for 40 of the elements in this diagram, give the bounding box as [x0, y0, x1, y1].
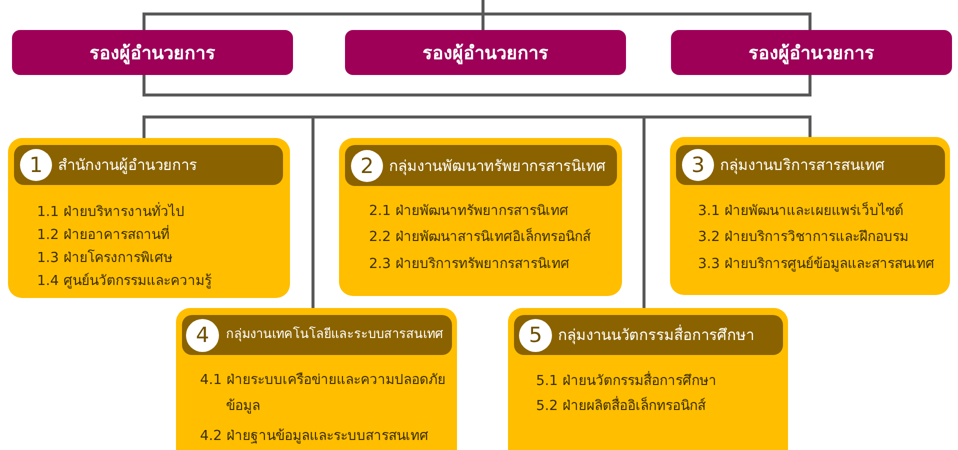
header-title: กลุ่มงานเทคโนโลยีและระบบสารสนเทศ — [226, 326, 443, 344]
group-card — [670, 137, 950, 295]
connector-line — [482, 0, 812, 30]
number-circle: 2 — [351, 150, 383, 182]
role-box: รองผู้อำนวยการ — [671, 30, 952, 75]
list-item: 3.1 ฝ่ายพัฒนาและเผยแพร่เว็บไซต์ — [698, 200, 904, 221]
list-item: 5.1 ฝ่ายนวัตกรรมสื่อการศึกษา — [536, 370, 716, 391]
group-card — [8, 138, 290, 298]
header-band — [182, 315, 452, 355]
list-item: 1.1 ฝ่ายบริหารงานทั่วไป — [37, 201, 184, 222]
group-card — [508, 308, 788, 450]
group-card — [339, 138, 622, 296]
list-item: 1.2 ฝ่ายอาคารสถานที่ — [37, 224, 170, 245]
connector-line — [142, 116, 812, 138]
number-circle: 1 — [20, 149, 52, 181]
connector-line — [142, 75, 812, 96]
header-band — [14, 145, 283, 185]
list-item: 2.2 ฝ่ายพัฒนาสารนิเทศอิเล็กทรอนิกส์ — [369, 226, 590, 247]
header-band — [676, 145, 945, 185]
number-circle: 5 — [519, 319, 552, 352]
header-band — [345, 145, 617, 186]
list-item: 2.3 ฝ่ายบริการทรัพยากรสารนิเทศ — [369, 255, 570, 274]
header-title: กลุ่มงานนวัตกรรมสื่อการศึกษา — [558, 324, 754, 346]
header-title: กลุ่มงานพัฒนาทรัพยากรสารนิเทศ — [389, 156, 606, 176]
group-card — [176, 308, 457, 450]
list-item: 3.3 ฝ่ายบริการศูนย์ข้อมูลและสารสนเทศ — [698, 254, 934, 274]
list-item: 1.3 ฝ่ายโครงการพิเศษ — [37, 248, 172, 268]
number-circle: 3 — [682, 149, 714, 181]
header-band — [514, 315, 783, 355]
list-item: 1.4 ศูนย์นวัตกรรมและความรู้ — [37, 272, 212, 291]
number-circle: 4 — [186, 319, 219, 352]
role-box: รองผู้อำนวยการ — [12, 30, 293, 75]
list-item: 4.1 ฝ่ายระบบเครือข่ายและความปลอดภัยข้อมูล — [200, 371, 446, 416]
header-title: กลุ่มงานบริการสารสนเทศ — [720, 155, 885, 176]
header-title: สำนักงานผู้อำนวยการ — [58, 155, 197, 176]
list-item: 2.1 ฝ่ายพัฒนาทรัพยากรสารนิเทศ — [369, 202, 568, 221]
list-item: 4.2 ฝ่ายฐานข้อมูลและระบบสารสนเทศ — [200, 427, 428, 446]
role-box: รองผู้อำนวยการ — [345, 30, 626, 75]
list-item: 3.2 ฝ่ายบริการวิชาการและฝึกอบรม — [698, 228, 908, 247]
list-item: 5.2 ฝ่ายผลิตสื่ออิเล็กทรอนิกส์ — [536, 395, 706, 416]
